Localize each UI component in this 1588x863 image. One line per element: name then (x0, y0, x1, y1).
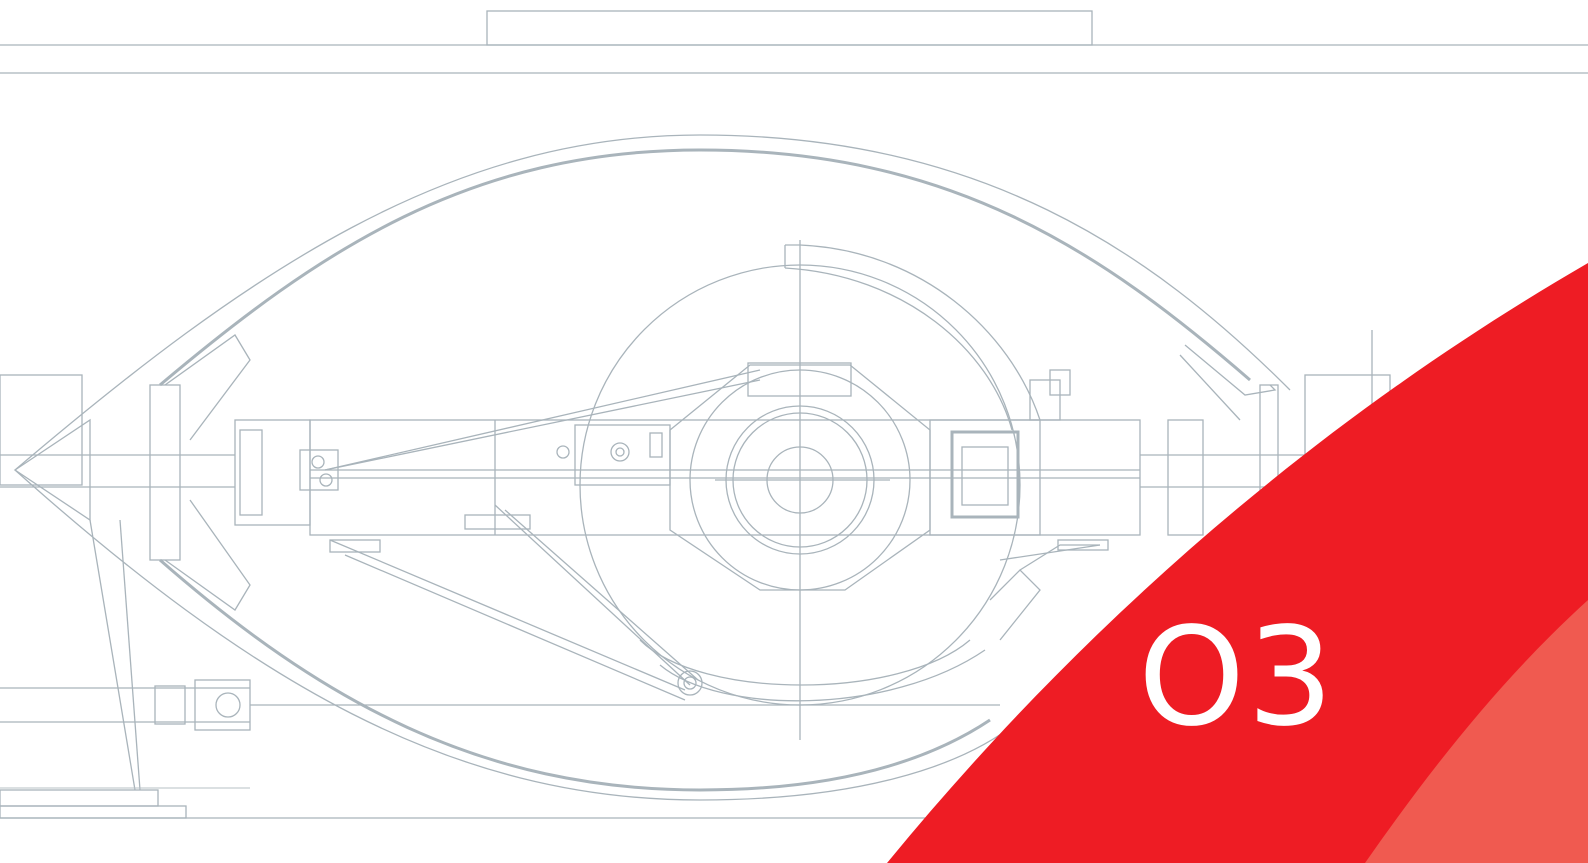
corner-badge-shape (887, 263, 1588, 863)
central-beam (299, 369, 1141, 701)
central-hub (579, 240, 1041, 740)
top-frame (0, 10, 1588, 74)
left-assembly (0, 334, 1000, 819)
base-lines (0, 787, 1100, 819)
section-number-label: O3 (1138, 599, 1336, 757)
outer-hull (14, 134, 1291, 801)
